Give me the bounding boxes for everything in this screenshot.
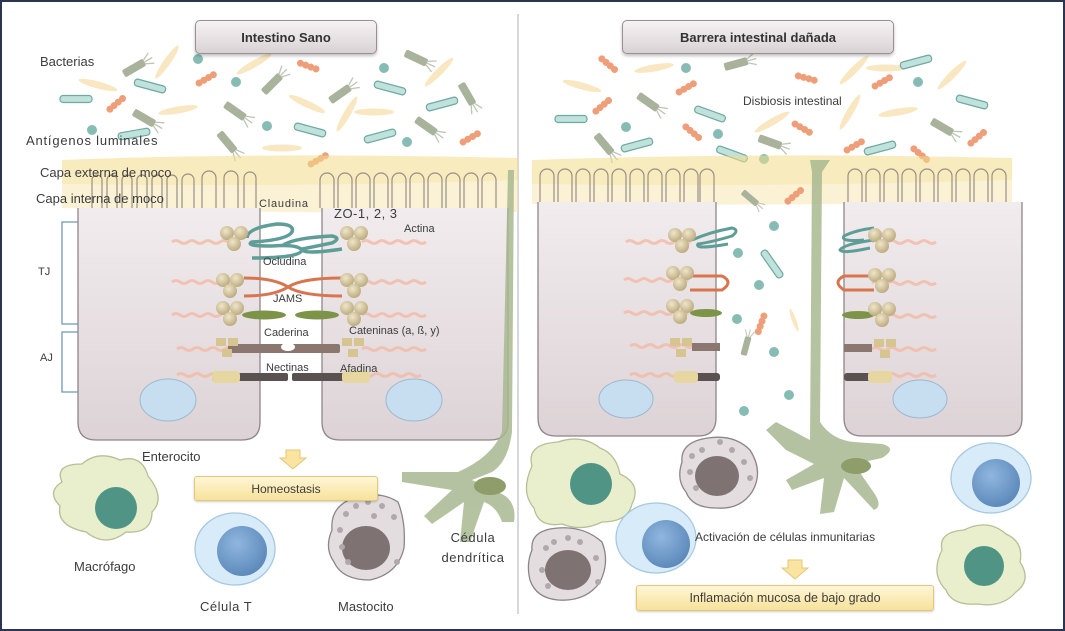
label-luminal-antigens: Antígenos luminales (26, 133, 159, 148)
t-cell-right-b (615, 502, 697, 574)
aj-bracket (61, 331, 78, 393)
bacteria-cluster-left (59, 43, 484, 169)
t-cell-left (194, 512, 276, 586)
mast-cell-right-b (527, 527, 607, 601)
panel-title-healthy: Intestino Sano (195, 20, 377, 54)
occludin-strand (243, 276, 343, 298)
down-arrow-icon (278, 449, 308, 470)
label-tj: TJ (38, 266, 51, 278)
label-enterocyte: Enterocito (142, 449, 201, 464)
panel-title-damaged: Barrera intestinal dañada (622, 20, 894, 54)
jams-strand (242, 310, 286, 320)
leaking-antigens (732, 185, 806, 416)
junctions-left (170, 222, 428, 383)
label-bacteria: Bacterias (40, 54, 95, 69)
outcome-low-grade-inflammation: Inflamación mucosa de bajo grado (636, 585, 934, 611)
label-actin: Actina (404, 223, 435, 235)
outer-mucus-layer-right (532, 155, 1012, 186)
mast-cell-right-a (679, 436, 759, 509)
enterocyte-right-b (843, 168, 1023, 437)
bacteria-cluster-right (554, 52, 989, 165)
label-dysbiosis: Disbiosis intestinal (743, 94, 842, 108)
inner-mucus-layer-right (532, 180, 1012, 205)
tj-bracket (61, 221, 78, 325)
macrophage-right-b (936, 524, 1026, 606)
label-catenins: Cateninas (a, ß, y) (349, 325, 440, 337)
nucleus (598, 379, 654, 419)
dendritic-cell-left (402, 170, 515, 542)
nucleus (892, 379, 948, 419)
label-immune-activation: Activación de células inmunitarias (695, 530, 876, 544)
macrophage-right-a (525, 438, 636, 529)
label-jams: JAMS (273, 293, 303, 305)
nucleus (139, 378, 197, 422)
outcome-homeostasis: Homeostasis (194, 476, 378, 501)
macrophage-left (52, 455, 159, 541)
mast-cell-left (327, 494, 406, 581)
junctions-right-damaged (622, 226, 938, 383)
label-aj: AJ (40, 352, 53, 364)
t-cell-right-a (950, 442, 1032, 514)
label-afadin: Afadina (340, 363, 378, 375)
label-dendritic-cell: Cédula dendrítica (441, 530, 505, 565)
label-t-cell: Célula T (200, 599, 253, 614)
down-arrow-icon (780, 559, 810, 580)
inner-mucus-layer-left (62, 180, 518, 213)
label-nectins: Nectinas (266, 362, 309, 374)
label-mast-cell: Mastocito (338, 599, 394, 614)
label-zo: ZO-1, 2, 3 (334, 206, 398, 221)
label-outer-mucus: Capa externa de moco (40, 165, 172, 180)
dendritic-cell-right (766, 160, 890, 514)
label-occludin: Ocludina (263, 256, 307, 268)
label-claudin: Claudina (259, 198, 309, 210)
label-macrophage: Macrófago (74, 559, 136, 574)
nucleus (385, 378, 443, 422)
label-cadherin: Caderina (264, 327, 309, 339)
label-inner-mucus: Capa interna de moco (36, 191, 164, 206)
